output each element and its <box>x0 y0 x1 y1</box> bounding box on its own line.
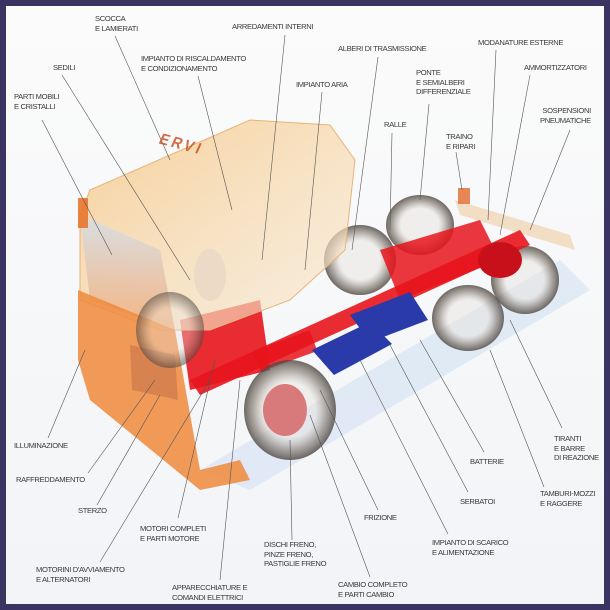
label-riscaldamento: IMPIANTO DI RISCALDAMENTO E CONDIZIONAME… <box>141 54 246 73</box>
label-motorini: MOTORINI D'AVVIAMENTO E ALTERNATORI <box>36 565 125 584</box>
label-illuminazione: ILLUMINAZIONE <box>14 441 68 450</box>
label-apparecchiature: APPARECCHIATURE E COMANDI ELETTRICI <box>172 583 248 602</box>
label-batterie: BATTERIE <box>470 457 504 466</box>
label-ralle: RALLE <box>384 120 407 129</box>
front-wheel <box>244 360 336 460</box>
label-sospensioni: SOSPENSIONI PNEUMATICHE <box>540 106 591 125</box>
label-arredamenti: ARREDAMENTI INTERNI <box>232 22 314 31</box>
label-traino: TRAINO E RIPARI <box>446 132 476 151</box>
label-scarico: IMPIANTO DI SCARICO E ALIMENTAZIONE <box>432 538 509 557</box>
label-impianto-aria: IMPIANTO ARIA <box>296 80 348 89</box>
label-tiranti: TIRANTI E BARRE DI REAZIONE <box>554 434 599 462</box>
label-raffreddamento: RAFFREDDAMENTO <box>16 475 85 484</box>
label-dischi: DISCHI FRENO, PINZE FRENO, PASTIGLIE FRE… <box>264 540 327 568</box>
label-alberi: ALBERI DI TRASMISSIONE <box>338 44 427 53</box>
seat <box>194 249 226 301</box>
label-scocca: SCOCCA E LAMIERATI <box>95 14 138 33</box>
label-ammortizzatori: AMMORTIZZATORI <box>524 63 587 72</box>
label-sedili: SEDILI <box>53 63 75 72</box>
label-tamburi: TAMBURI-MOZZI E RAGGERE <box>540 489 596 508</box>
label-modanature: MODANATURE ESTERNE <box>478 38 564 47</box>
leader-lines <box>41 34 571 581</box>
truck-parts-diagram: ERVI <box>6 6 604 604</box>
label-motori: MOTORI COMPLETI E PARTI MOTORE <box>140 524 206 543</box>
truck-illustration <box>41 34 590 581</box>
label-frizione: FRIZIONE <box>364 513 397 522</box>
label-parti-mobili: PARTI MOBILI E CRISTALLI <box>14 92 60 111</box>
label-serbatoi: SERBATOI <box>460 497 495 506</box>
label-sterzo: STERZO <box>78 506 107 515</box>
label-ponte: PONTE E SEMIALBERI DIFFERENZIALE <box>416 68 471 96</box>
label-cambio: CAMBIO COMPLETO E PARTI CAMBIO <box>338 580 408 599</box>
